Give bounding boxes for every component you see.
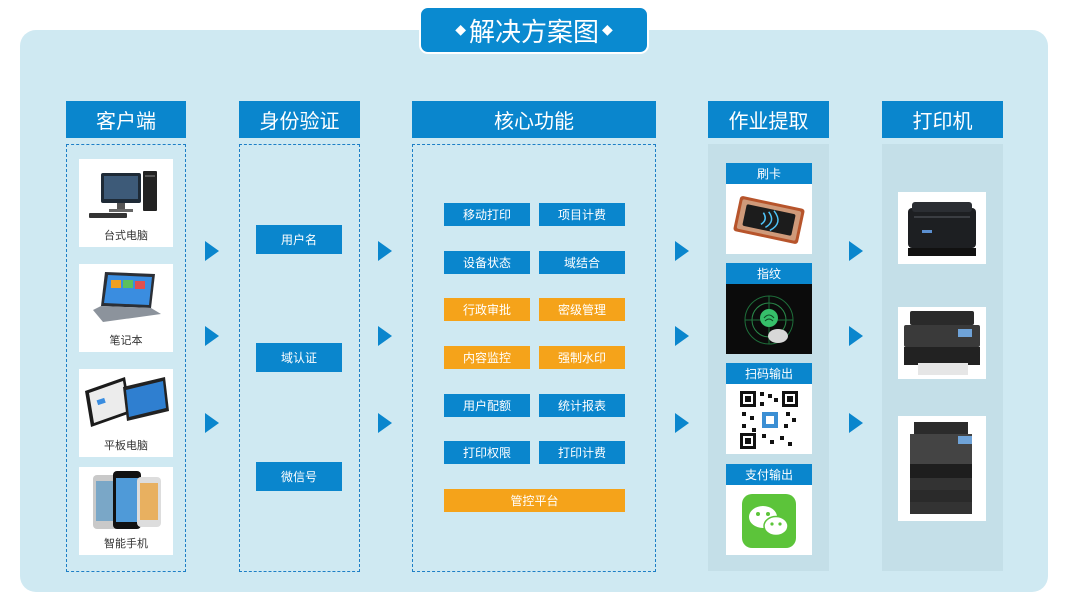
device-laptop: 笔记本 <box>79 264 173 352</box>
column-header-identity: 身份验证 <box>239 101 360 138</box>
smartphone-icon <box>93 471 161 529</box>
retrieval-payment-label: 支付输出 <box>726 464 812 485</box>
retrieval-card-label: 刷卡 <box>726 163 812 184</box>
flow-arrow-icon <box>849 326 863 346</box>
function-statistics-report: 统计报表 <box>539 394 625 417</box>
function-content-monitor: 内容监控 <box>444 346 530 369</box>
retrieval-fingerprint-label: 指纹 <box>726 263 812 284</box>
laser-printer-icon <box>908 202 976 256</box>
column-header-client: 客户端 <box>66 101 186 138</box>
function-device-status: 设备状态 <box>444 251 530 274</box>
device-label: 平板电脑 <box>104 439 148 452</box>
device-smartphone: 智能手机 <box>79 467 173 555</box>
flow-arrow-icon <box>675 413 689 433</box>
multifunction-printer-icon <box>904 311 980 375</box>
flow-arrow-icon <box>675 326 689 346</box>
desktop-icon <box>89 171 157 218</box>
flow-arrow-icon <box>205 413 219 433</box>
retrieval-scan-label: 扫码输出 <box>726 363 812 384</box>
device-tablet: 平板电脑 <box>79 369 173 457</box>
printer-copier <box>898 416 986 521</box>
fingerprint-icon <box>744 295 794 345</box>
flow-arrow-icon <box>849 241 863 261</box>
core-box <box>412 144 656 572</box>
wechat-icon <box>742 494 796 548</box>
function-print-billing: 打印计费 <box>539 441 625 464</box>
device-label: 笔记本 <box>109 334 143 347</box>
flow-arrow-icon <box>849 413 863 433</box>
card-reader-icon <box>733 196 805 244</box>
copier-icon <box>910 422 972 514</box>
function-forced-watermark: 强制水印 <box>539 346 625 369</box>
function-user-quota: 用户配额 <box>444 394 530 417</box>
flow-arrow-icon <box>205 241 219 261</box>
function-admin-approval: 行政审批 <box>444 298 530 321</box>
laptop-icon <box>93 272 161 322</box>
device-label: 台式电脑 <box>104 229 148 242</box>
client-box <box>66 144 186 572</box>
fingerprint-image <box>726 284 812 354</box>
flow-arrow-icon <box>675 241 689 261</box>
printer-multifunction <box>898 307 986 379</box>
qr-code-icon <box>740 391 798 449</box>
column-header-retrieval: 作业提取 <box>708 101 829 138</box>
title-text: 解决方案图 <box>468 17 599 48</box>
function-mobile-print: 移动打印 <box>444 203 530 226</box>
printer-laser <box>898 192 986 264</box>
column-header-printer: 打印机 <box>882 101 1003 138</box>
diamond-icon: ◆ <box>455 22 466 38</box>
qr-code-image <box>726 384 812 454</box>
identity-box <box>239 144 360 572</box>
diagram-title: ◆ 解决方案图 ◆ <box>419 6 649 54</box>
device-label: 智能手机 <box>104 537 148 550</box>
function-project-billing: 项目计费 <box>539 203 625 226</box>
function-print-permission: 打印权限 <box>444 441 530 464</box>
identity-username: 用户名 <box>256 225 342 254</box>
function-domain-integration: 域结合 <box>539 251 625 274</box>
function-classification: 密级管理 <box>539 298 625 321</box>
identity-domain: 域认证 <box>256 343 342 372</box>
function-management-platform: 管控平台 <box>444 489 625 512</box>
card-reader-image <box>726 184 812 254</box>
flow-arrow-icon <box>205 326 219 346</box>
flow-arrow-icon <box>378 241 392 261</box>
identity-wechat: 微信号 <box>256 462 342 491</box>
tablet-icon <box>85 377 169 427</box>
device-desktop: 台式电脑 <box>79 159 173 247</box>
flow-arrow-icon <box>378 326 392 346</box>
flow-arrow-icon <box>378 413 392 433</box>
column-header-core: 核心功能 <box>412 101 656 138</box>
diamond-icon: ◆ <box>602 22 613 38</box>
wechat-pay-image <box>726 485 812 555</box>
